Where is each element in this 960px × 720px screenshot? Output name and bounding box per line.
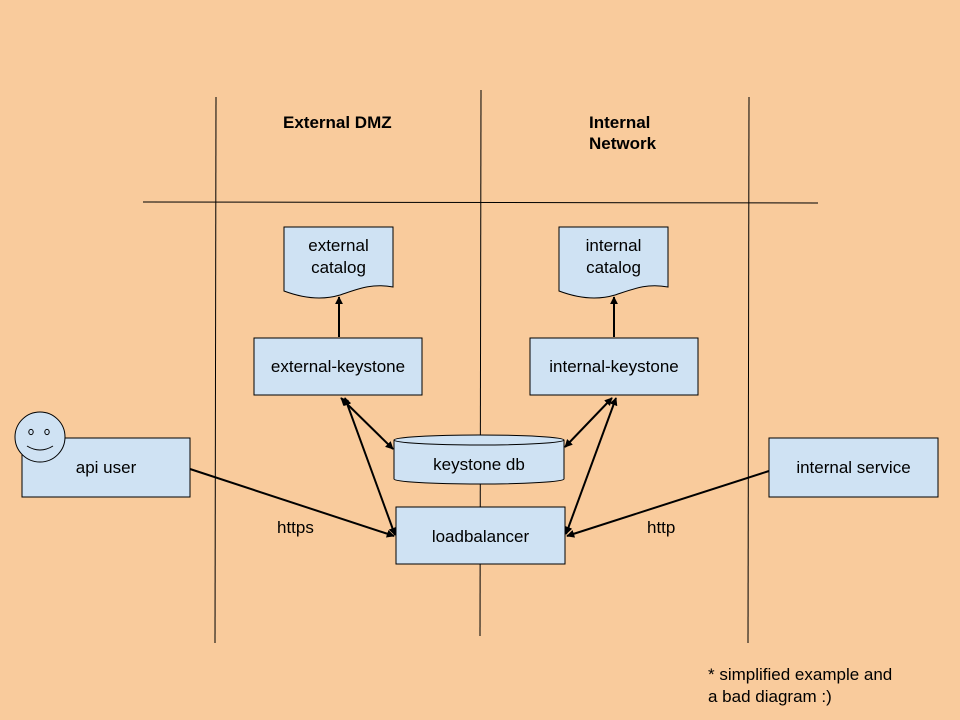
external-keystone-label: external-keystone <box>270 357 406 376</box>
zone-divider-left <box>214 96 217 644</box>
smiley-face-icon <box>14 411 66 463</box>
loadbalancer-node <box>395 506 566 565</box>
edge-label-https: https <box>277 518 314 537</box>
external-catalog-node <box>283 226 394 299</box>
internal-service-node <box>768 437 939 498</box>
internal-catalog-line2: catalog <box>586 258 641 277</box>
arrow-api-user-to-loadbalancer <box>189 468 395 538</box>
arrow-internal-service-to-loadbalancer <box>566 470 770 538</box>
zone-title-external-dmz: External DMZ <box>283 113 392 132</box>
zone-header-line <box>142 201 819 204</box>
internal-keystone-label: internal-keystone <box>549 357 679 376</box>
arrow-external-keystone-loadbalancer <box>343 397 397 536</box>
internal-keystone-node <box>529 337 699 396</box>
loadbalancer-label: loadbalancer <box>431 527 530 546</box>
zone-divider-right <box>747 96 750 644</box>
external-catalog-line2: catalog <box>311 258 366 277</box>
edge-label-http: http <box>647 518 676 537</box>
internal-service-label: internal service <box>796 458 911 477</box>
external-keystone-node <box>253 337 423 396</box>
internal-catalog-label: internal catalog <box>559 235 668 279</box>
internal-catalog-node <box>558 226 669 299</box>
internal-catalog-line1: internal <box>585 236 642 255</box>
zone-title-internal-line2: Network <box>589 134 657 153</box>
keystone-db-label: keystone db <box>433 455 525 474</box>
zone-title-internal-network: Internal Network <box>589 112 656 154</box>
external-catalog-line1: external <box>308 236 369 255</box>
footnote-line1: * simplified example and <box>708 665 893 684</box>
arrow-internal-keystone-keystone-db <box>564 397 613 448</box>
zone-title-internal-line1: Internal <box>589 113 651 132</box>
footnote-line2: a bad diagram :) <box>708 687 832 706</box>
api-user-label: api user <box>75 458 137 477</box>
footnote: * simplified example and a bad diagram :… <box>708 664 892 708</box>
arrow-internal-keystone-loadbalancer <box>564 397 618 535</box>
keystone-db-node <box>393 434 565 485</box>
external-catalog-label: external catalog <box>284 235 393 279</box>
